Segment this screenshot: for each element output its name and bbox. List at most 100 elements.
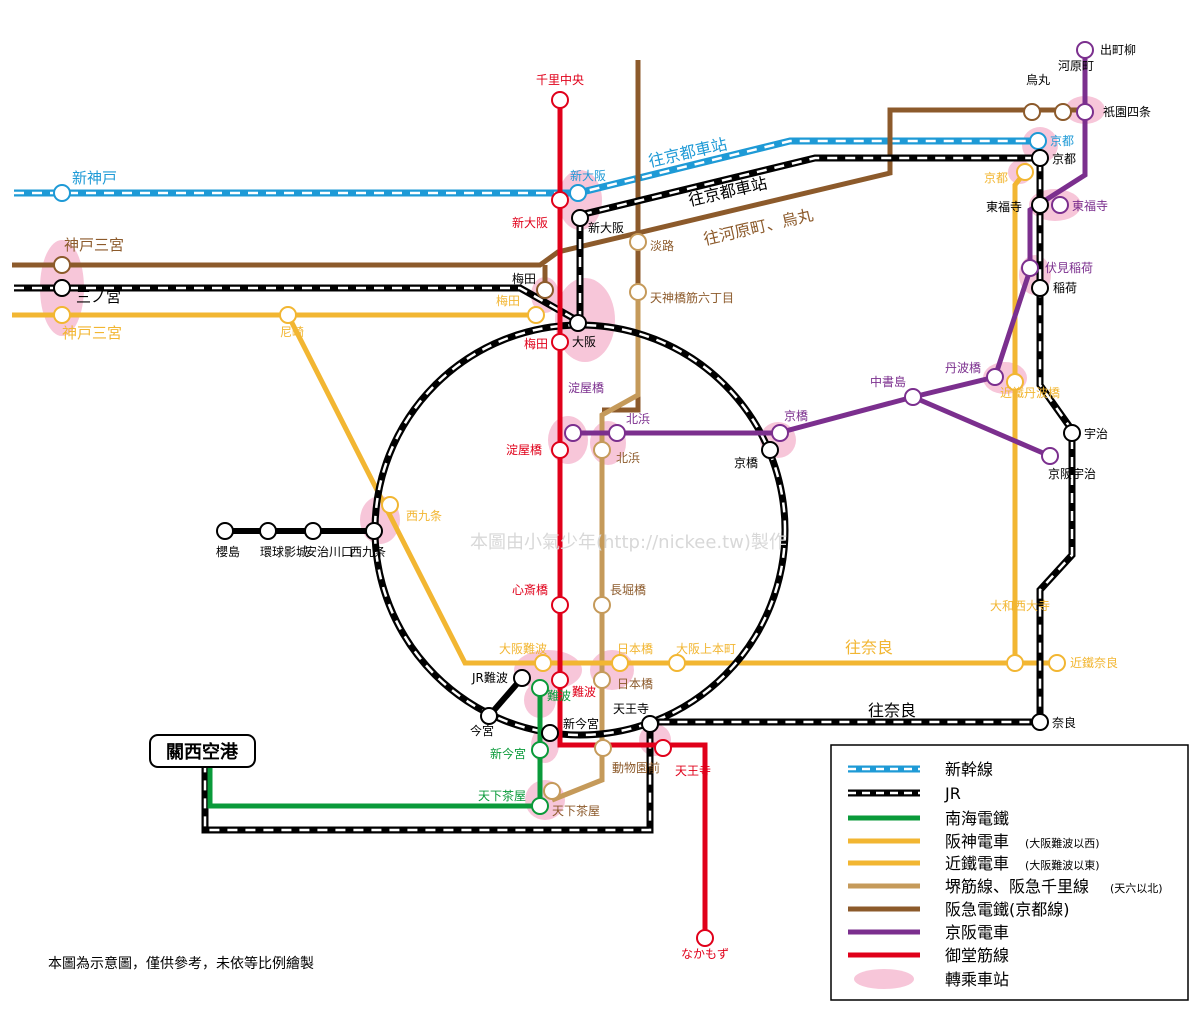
label-umeda-hanshin: 梅田 bbox=[496, 293, 520, 308]
station-marker bbox=[53, 306, 71, 324]
station-marker bbox=[513, 669, 531, 687]
label-shin-osaka-shinkansen: 新大阪 bbox=[570, 168, 606, 183]
station-marker bbox=[593, 441, 611, 459]
station-marker bbox=[1054, 103, 1072, 121]
keihan-line bbox=[573, 50, 1088, 459]
label-kyobashi-keihan: 京橋 bbox=[784, 409, 808, 423]
label-namba-nankai: 難波 bbox=[547, 688, 571, 703]
label-chushojima: 中書島 bbox=[870, 374, 906, 389]
station-marker bbox=[551, 191, 569, 209]
station-marker bbox=[1016, 163, 1034, 181]
station-marker bbox=[1023, 103, 1041, 121]
label-nakamozu: なかもず bbox=[681, 947, 729, 961]
station-marker bbox=[365, 522, 383, 540]
label-sakurajima: 櫻島 bbox=[216, 544, 240, 559]
label-uji-jr: 宇治 bbox=[1084, 427, 1108, 441]
station-marker bbox=[1031, 713, 1049, 731]
sakaisuji-line bbox=[551, 292, 641, 803]
legend-label-nankai: 南海電鐵 bbox=[945, 809, 1009, 828]
station-marker bbox=[1031, 196, 1049, 214]
legend-label-hanshin: 阪神電車 bbox=[945, 832, 1009, 851]
station-marker bbox=[696, 929, 714, 947]
station-marker bbox=[1029, 132, 1047, 150]
station-marker bbox=[564, 424, 582, 442]
kansai-airport-title: 關西空港 bbox=[166, 741, 239, 763]
disclaimer-note: 本圖為示意圖，僅供參考，未依等比例繪製 bbox=[48, 955, 314, 972]
station-marker bbox=[1048, 654, 1066, 672]
station-marker bbox=[629, 233, 647, 251]
legend-note-kintetsu: (大阪難波以東) bbox=[1025, 858, 1100, 872]
station-marker bbox=[608, 424, 626, 442]
label-kitahama-keihan: 北浜 bbox=[626, 412, 650, 426]
label-tengachaya-sakaisuji: 天下茶屋 bbox=[552, 803, 600, 818]
watermark: 本圖由小氣少年(http://nickee.tw)製作 bbox=[470, 532, 787, 553]
label-kitahama-sakaisuji: 北浜 bbox=[616, 451, 640, 465]
label-tennoji-midosuji: 天王寺 bbox=[675, 764, 711, 778]
label-usj: 環球影城 bbox=[260, 545, 308, 559]
legend-label-sakaisuji: 堺筋線、阪急千里線 bbox=[945, 877, 1089, 896]
legend-label-keihan: 京阪電車 bbox=[945, 923, 1009, 942]
station-marker bbox=[1006, 373, 1024, 391]
station-marker bbox=[551, 91, 569, 109]
station-marker bbox=[543, 782, 561, 800]
label-karasuma: 烏丸 bbox=[1026, 73, 1050, 87]
label-shin-kobe: 新神戸 bbox=[72, 169, 117, 187]
station-marker bbox=[668, 654, 686, 672]
station-marker bbox=[551, 596, 569, 614]
station-marker bbox=[641, 715, 659, 733]
label-kyoto-kintetsu: 京都 bbox=[984, 171, 1008, 185]
label-amagasaki: 尼崎 bbox=[280, 325, 304, 339]
label-demachiyanagi: 出町柳 bbox=[1100, 43, 1136, 57]
station-marker bbox=[53, 279, 71, 297]
label-osaka: 大阪 bbox=[572, 335, 596, 349]
label-imamiya: 今宮 bbox=[470, 723, 494, 738]
station-marker bbox=[531, 741, 549, 759]
legend-label-shinkansen: 新幹線 bbox=[945, 760, 993, 779]
label-tambabashi-keihan: 丹波橋 bbox=[945, 361, 981, 375]
legend-label-kintetsu: 近鐵電車 bbox=[945, 854, 1009, 873]
label-gion-shijo: 祇園四条 bbox=[1103, 105, 1151, 119]
label-nishikujo-jr: 西九条 bbox=[350, 545, 386, 559]
label-awaji: 淡路 bbox=[650, 238, 674, 253]
legend-label-jr: JR bbox=[944, 784, 961, 803]
label-nipponbashi-kintetsu: 日本橋 bbox=[617, 642, 653, 656]
kansai-airport-box: 關西空港 bbox=[149, 734, 256, 768]
station-marker bbox=[986, 368, 1004, 386]
label-kyobashi-jr: 京橋 bbox=[734, 456, 758, 470]
label-umeda-midosuji: 梅田 bbox=[524, 336, 548, 351]
station-marker bbox=[527, 306, 545, 324]
label-tofukuji-keihan: 東福寺 bbox=[1072, 198, 1108, 213]
station-marker bbox=[1063, 424, 1081, 442]
station-marker bbox=[551, 333, 569, 351]
label-kintetsu-nara: 近鐵奈良 bbox=[1070, 655, 1118, 670]
station-marker bbox=[611, 654, 629, 672]
label-tengachaya-nankai: 天下茶屋 bbox=[478, 788, 526, 803]
station-marker bbox=[569, 314, 587, 332]
station-marker bbox=[534, 654, 552, 672]
station-markers bbox=[53, 41, 1094, 947]
label-shin-imamiya-nankai: 新今宮 bbox=[490, 746, 526, 761]
hankyu-line bbox=[12, 60, 1085, 413]
label-nagahoribashi: 長堀橋 bbox=[610, 582, 646, 597]
shinkansen-line bbox=[14, 137, 1038, 197]
label-yodoyabashi-keihan: 淀屋橋 bbox=[568, 381, 604, 395]
station-marker bbox=[531, 679, 549, 697]
label-kawaramachi: 河原町 bbox=[1058, 59, 1094, 73]
station-marker bbox=[304, 522, 322, 540]
station-marker bbox=[1031, 279, 1049, 297]
label-kobe-sannomiya-hanshin: 神戸三宮 bbox=[62, 324, 122, 342]
label-inari: 稲荷 bbox=[1053, 281, 1077, 295]
label-tennoji-jr: 天王寺 bbox=[613, 702, 649, 716]
station-marker bbox=[1021, 259, 1039, 277]
station-marker bbox=[629, 283, 647, 301]
legend-note-hanshin: (大阪難波以西) bbox=[1025, 836, 1100, 850]
label-nishikujo-hanshin: 西九条 bbox=[406, 509, 442, 523]
label-umeda-hankyu: 梅田 bbox=[512, 271, 536, 286]
label-kintetsu-tambabashi: 近鐵丹波橋 bbox=[1000, 385, 1060, 400]
station-marker bbox=[593, 596, 611, 614]
station-marker bbox=[551, 441, 569, 459]
station-marker bbox=[1051, 196, 1069, 214]
label-shin-osaka-jr: 新大阪 bbox=[588, 220, 624, 235]
station-marker bbox=[1031, 149, 1049, 167]
